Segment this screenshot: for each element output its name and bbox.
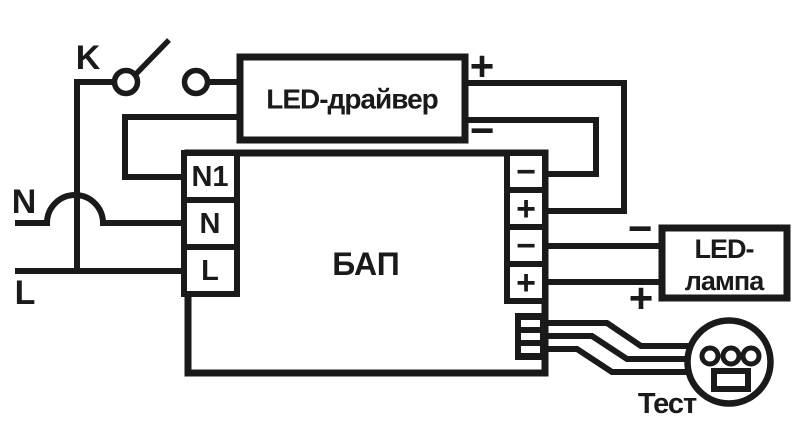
bap-title: БАП: [332, 246, 399, 282]
terminal-n1-box: [181, 150, 240, 203]
mains-neutral-label: N: [12, 183, 37, 221]
terminal-out-minus1-label: −: [516, 153, 536, 191]
test-button-hole2-icon: [720, 345, 742, 367]
wire-test-3: [545, 346, 710, 375]
led-driver-box: [236, 53, 469, 144]
test-button-icon: [684, 317, 774, 407]
test-button-slot-icon: [711, 368, 751, 392]
test-button-label: Тест: [638, 388, 697, 420]
test-button-hole1-icon: [699, 345, 721, 367]
driver-minus-label: −: [470, 107, 495, 154]
wire-mains-neutral-with-hop: [15, 192, 184, 226]
test-button-key-icon: [740, 345, 762, 367]
switch-label: K: [76, 39, 101, 77]
wire-driver-minus: [465, 117, 599, 177]
led-driver-title: LED-драйвер: [266, 84, 438, 115]
wires-group: [15, 79, 710, 375]
mains-line-label: L: [15, 274, 36, 312]
terminal-l-box: [181, 244, 240, 297]
led-lamp-title-line2: лампа: [685, 266, 765, 296]
bap-box: [184, 149, 549, 377]
terminal-out-plus2-box: [504, 261, 548, 304]
wire-driver-plus: [465, 80, 627, 214]
wire-test-2: [545, 333, 705, 362]
terminal-n1-label: N1: [191, 161, 228, 193]
switch-k-icon: [111, 38, 211, 97]
switch-contact-right-icon: [181, 67, 211, 97]
wire-driver-to-n1: [122, 114, 240, 180]
led-lamp-title-line1: LED-: [695, 234, 754, 264]
switch-lever-icon: [133, 38, 171, 77]
driver-plus-label: +: [470, 43, 495, 90]
led-lamp-box: [658, 224, 791, 302]
lamp-plus-label: +: [629, 275, 654, 322]
terminal-n-label: N: [200, 208, 221, 240]
terminal-l-label: L: [201, 255, 219, 287]
test-connector-icon: [515, 313, 548, 360]
lamp-minus-label: −: [628, 205, 653, 252]
terminal-out-plus2-label: +: [516, 264, 536, 302]
wire-test-1: [545, 320, 705, 349]
wire-mains-line: [15, 79, 188, 274]
terminal-out-minus2-label: −: [516, 227, 536, 265]
terminal-out-plus1-label: +: [516, 190, 536, 228]
switch-contact-left-icon: [111, 67, 141, 97]
